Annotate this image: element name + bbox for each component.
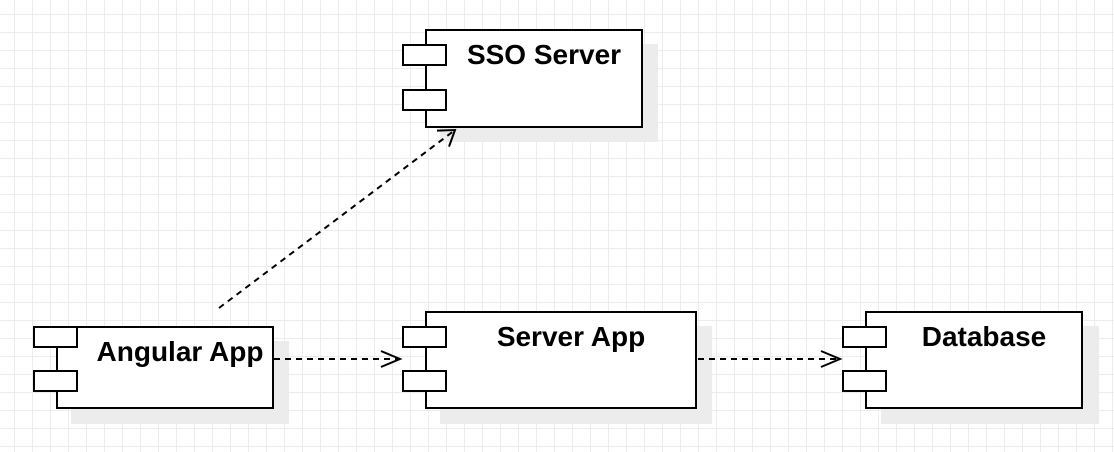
database-port-top xyxy=(842,326,887,348)
server-app-label: Server App xyxy=(496,321,646,352)
angular-app-component[interactable]: Angular App xyxy=(56,326,274,409)
angular-to-sso-arrowhead xyxy=(436,128,457,147)
server-app-port-bottom xyxy=(402,370,447,392)
server-to-database-arrowhead xyxy=(820,350,843,368)
angular-to-server-connector[interactable] xyxy=(274,350,403,368)
sso-server-port-bottom xyxy=(402,89,447,111)
angular-to-sso-connector[interactable] xyxy=(218,128,457,309)
sso-server-port-top xyxy=(402,44,447,66)
server-app-component[interactable]: Server App xyxy=(425,311,697,409)
angular-app-label: Angular App xyxy=(96,336,264,367)
sso-server-component[interactable]: SSO Server xyxy=(425,29,643,128)
server-app-port-top xyxy=(402,326,447,348)
database-component[interactable]: Database xyxy=(865,311,1083,409)
database-port-bottom xyxy=(842,370,887,392)
angular-app-port-top xyxy=(33,326,78,348)
sso-server-label: SSO Server xyxy=(466,39,622,70)
database-label: Database xyxy=(921,321,1047,352)
server-to-database-connector[interactable] xyxy=(698,350,843,368)
angular-app-port-bottom xyxy=(33,370,78,392)
angular-to-server-arrowhead xyxy=(380,350,403,368)
